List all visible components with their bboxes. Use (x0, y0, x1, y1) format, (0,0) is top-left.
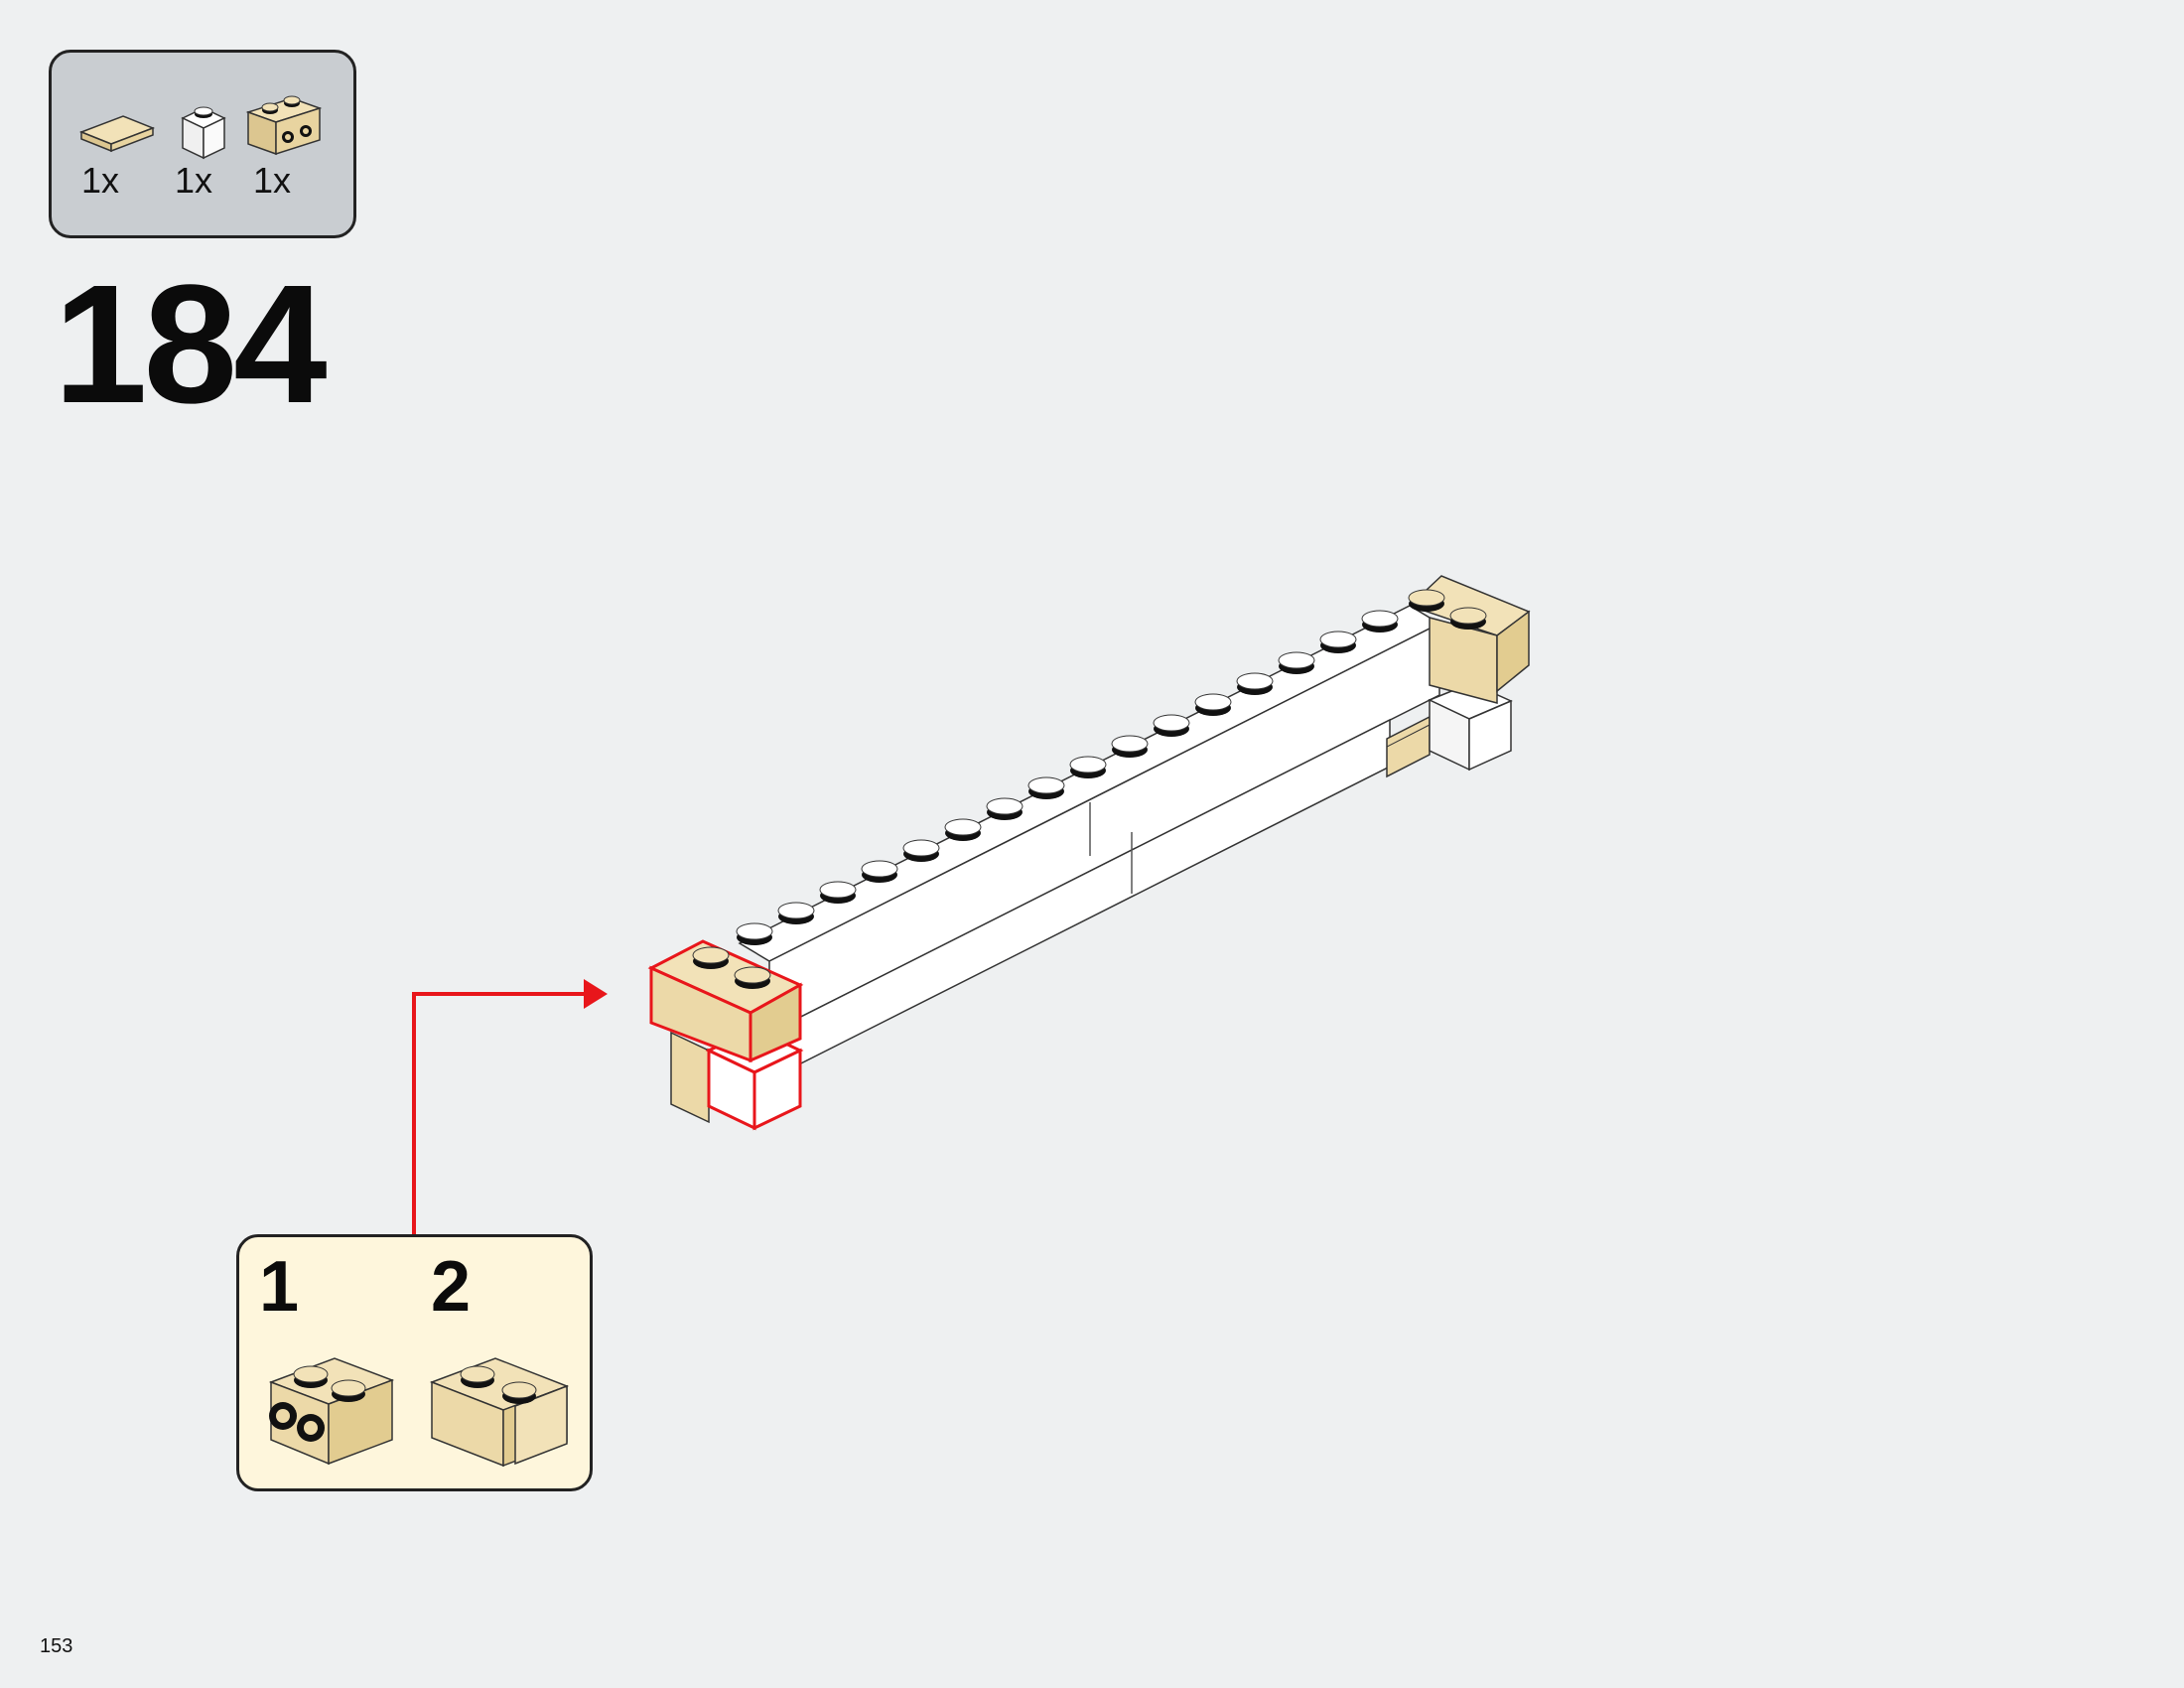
parts-list-box: 1x 1x 1x (49, 50, 356, 238)
callout-arrow-line (412, 992, 586, 1234)
beam-studs (736, 610, 1399, 945)
new-parts-highlight (647, 939, 804, 1131)
part-qty-2: 1x (175, 160, 213, 201)
page-number: 153 (40, 1635, 73, 1657)
step-number: 184 (54, 250, 328, 439)
callout-arrow-head (584, 979, 608, 1009)
subassembly-box: 1 2 (236, 1234, 593, 1491)
part-qty-1: 1x (81, 160, 120, 201)
tan-tile-icon (78, 115, 156, 153)
sub-step-label-2: 2 (431, 1247, 472, 1327)
part-qty-3: 1x (253, 160, 292, 201)
sub-step-label-1: 1 (259, 1247, 300, 1327)
white-brick-icon (181, 106, 226, 160)
tan-brick-side-studs-icon (268, 1357, 395, 1466)
right-end-bricks (1386, 575, 1531, 778)
tan-brick-with-tile-icon (429, 1357, 570, 1468)
tan-brick-with-studs-icon (245, 95, 323, 156)
